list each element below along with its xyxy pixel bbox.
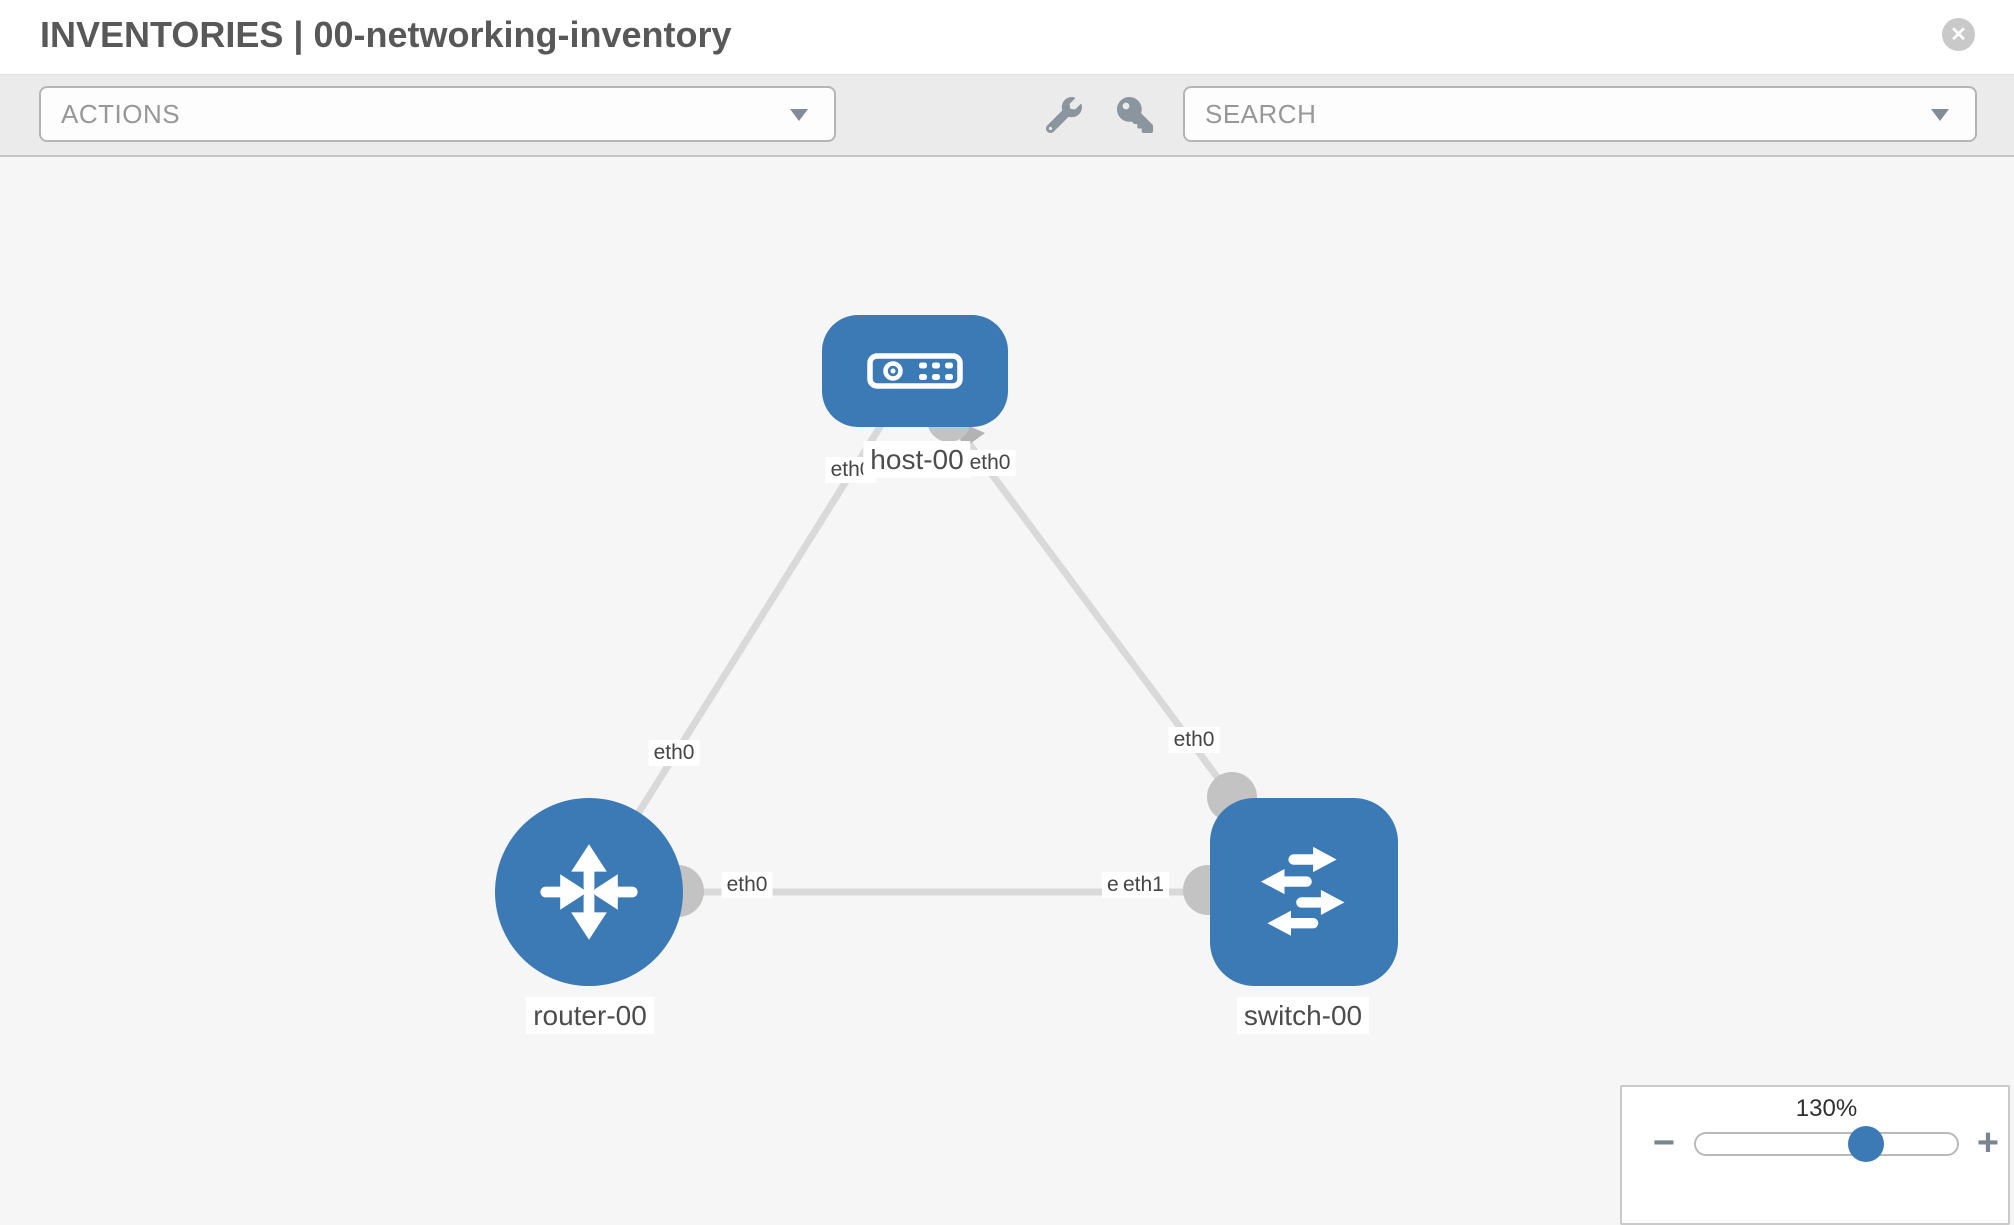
switch-icon — [1260, 846, 1345, 936]
actions-dropdown-label: ACTIONS — [61, 98, 181, 129]
node-label-switch-00: switch-00 — [1236, 997, 1370, 1034]
node-switch-00[interactable] — [1210, 798, 1398, 986]
minus-icon: − — [1652, 1121, 1676, 1164]
chevron-down-icon — [790, 109, 808, 121]
zoom-slider-handle[interactable] — [1848, 1126, 1884, 1162]
search-dropdown[interactable]: SEARCH — [1183, 86, 1977, 142]
plus-icon: + — [1976, 1121, 2000, 1164]
wrench-icon — [1046, 97, 1082, 133]
close-icon: ✕ — [1950, 24, 1967, 46]
actions-dropdown[interactable]: ACTIONS — [39, 86, 836, 142]
zoom-in-button[interactable]: + — [1970, 1121, 2006, 1164]
node-router-00[interactable] — [495, 798, 683, 986]
close-button[interactable]: ✕ — [1942, 18, 1975, 51]
configure-button[interactable] — [1038, 89, 1090, 141]
topology-links-layer — [585, 367, 1308, 917]
zoom-out-button[interactable]: − — [1646, 1121, 1682, 1164]
node-label-router-00: router-00 — [526, 997, 654, 1034]
search-dropdown-label: SEARCH — [1205, 98, 1317, 129]
credentials-button[interactable] — [1109, 89, 1161, 141]
zoom-level-value: 130% — [1795, 1095, 1858, 1122]
node-label-host-00: host-00 — [863, 441, 971, 478]
interface-label: eth0 — [1168, 727, 1220, 753]
toolbar: ACTIONS SEARCH — [0, 74, 2014, 157]
page-title: INVENTORIES | 00-networking-inventory — [40, 14, 732, 55]
chevron-down-icon — [1931, 109, 1949, 121]
interface-label: eth1 — [1118, 872, 1169, 898]
header-bar: INVENTORIES | 00-networking-inventory ✕ — [0, 0, 2014, 74]
key-icon — [1117, 97, 1153, 133]
node-host-00[interactable] — [822, 315, 1008, 427]
interface-label: eth0 — [964, 450, 1016, 476]
router-icon — [540, 844, 638, 940]
zoom-slider-track[interactable] — [1694, 1132, 1959, 1156]
interface-label: eth0 — [648, 740, 700, 766]
interface-label: eth0 — [721, 872, 773, 898]
zoom-control-panel: 130% − + — [1620, 1085, 2010, 1225]
host-icon — [867, 353, 963, 389]
